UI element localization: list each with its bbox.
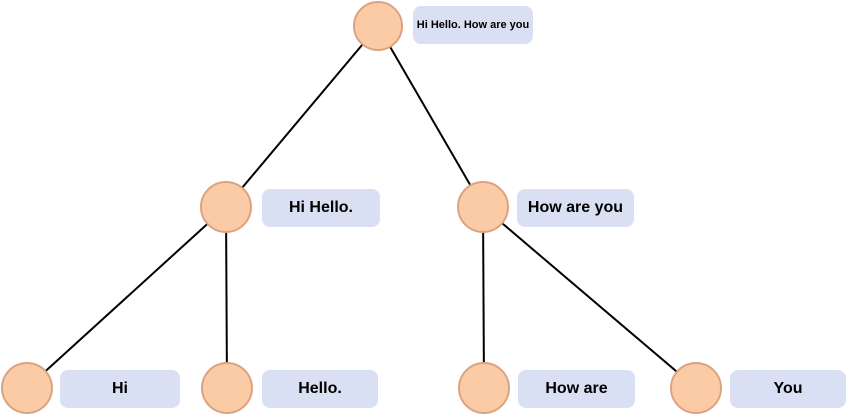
- node-label-leaf-hello: Hello.: [262, 370, 378, 408]
- node-label-leaf-how-are: How are: [518, 370, 635, 408]
- node-label-right-child-text: How are you: [527, 199, 624, 216]
- node-label-left-child: Hi Hello.: [262, 189, 380, 227]
- node-circle-leaf-how-are: [458, 362, 510, 414]
- node-circle-left-child: [200, 181, 252, 233]
- edge-right-child-to-leaf-you: [482, 206, 697, 389]
- node-label-leaf-hello-text: Hello.: [298, 380, 342, 397]
- node-label-leaf-you: You: [730, 370, 846, 408]
- node-label-leaf-hi: Hi: [60, 370, 180, 408]
- node-label-root-text: Hi Hello. How are you: [416, 19, 530, 31]
- node-circle-leaf-you: [670, 362, 722, 414]
- node-circle-leaf-hello: [201, 362, 253, 414]
- edge-root-to-left-child: [225, 25, 379, 208]
- node-circle-leaf-hi: [1, 362, 53, 414]
- node-label-leaf-how-are-text: How are: [545, 380, 608, 397]
- node-label-leaf-hi-text: Hi: [112, 380, 128, 397]
- node-label-right-child: How are you: [517, 189, 634, 227]
- edge-left-child-to-leaf-hello: [225, 206, 228, 389]
- node-label-left-child-text: Hi Hello.: [288, 199, 353, 216]
- node-label-root: Hi Hello. How are you: [413, 6, 533, 44]
- edge-right-child-to-leaf-how-are: [482, 206, 485, 389]
- node-label-leaf-you-text: You: [773, 380, 803, 397]
- edge-root-to-right-child: [377, 25, 484, 208]
- edge-left-child-to-leaf-hi: [26, 206, 227, 389]
- node-circle-right-child: [457, 181, 509, 233]
- node-circle-root: [353, 1, 403, 51]
